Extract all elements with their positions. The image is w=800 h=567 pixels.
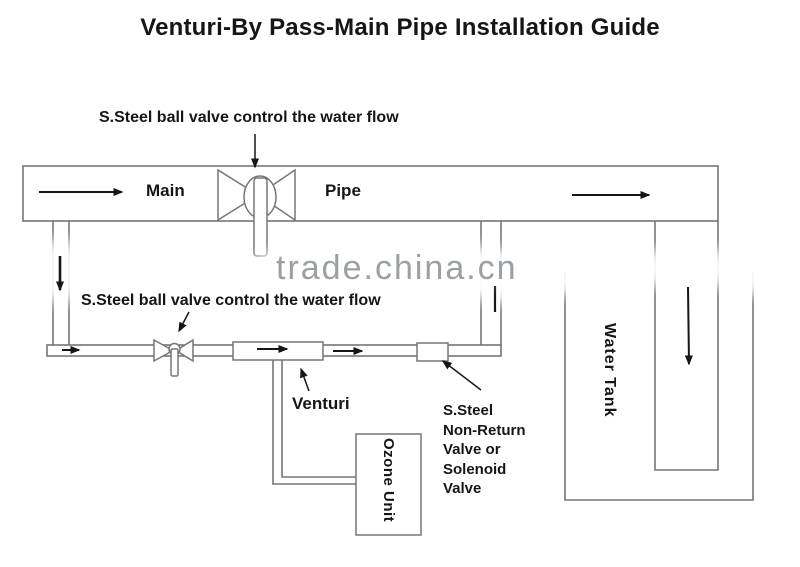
venturi-label: Venturi [292,394,350,413]
water-tank [564,272,754,501]
leader-non-return-valve-label [441,360,482,391]
main-ball-valve [217,168,296,257]
main-pipe-word-main: Main [146,181,185,200]
leader-bypass-valve-note [178,311,190,333]
tank-inlet-outline [654,221,719,471]
watermark-glow [736,258,770,296]
flow-arrow-tank-inlet [684,286,693,366]
ozone-pipe-outer [272,359,356,485]
ozone-unit-label: Ozone Unit [380,438,397,523]
venturi-box [232,341,324,361]
main-pipe-outline [22,165,719,222]
valve-left-triangle [217,168,260,222]
main-valve-note: S.Steel ball valve control the water flo… [99,109,399,126]
leader-venturi-label [300,367,310,392]
watermark-glow [638,244,734,292]
non-return-valve-label: S.Steel Non-Return Valve or Solenoid Val… [443,402,526,497]
bypass-ball-valve [153,338,194,377]
ozone-unit-box [355,433,422,536]
ozone-pipe-inner [281,359,356,478]
tank-inlet-pipe [654,221,719,471]
water-tank-label: Water Tank [601,323,619,418]
main-pipe [22,165,719,222]
watermark-text: trade.china.cn [276,249,518,287]
non-return-valve-box [416,342,449,362]
bypass-valve-right-triangle [174,338,194,363]
watermark-glow [548,258,580,296]
bypass-valve-note: S.Steel ball valve control the water flo… [81,292,381,309]
bypass-valve-left-triangle [153,338,175,363]
diagram-title: Venturi-By Pass-Main Pipe Installation G… [140,14,660,41]
main-pipe-word-pipe: Pipe [325,181,361,200]
water-tank-outline [564,272,754,501]
ozone-feed-pipe [272,359,356,485]
bypass-valve-stem [170,348,179,377]
